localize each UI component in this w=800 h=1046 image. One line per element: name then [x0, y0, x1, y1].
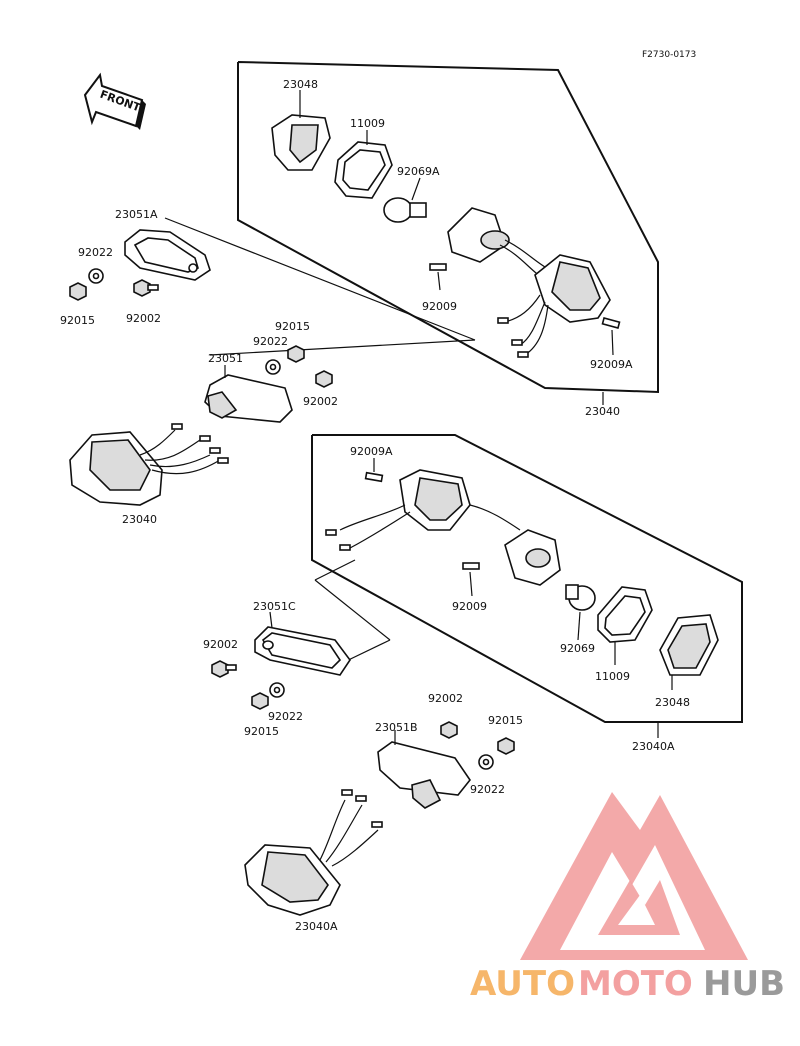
- guide-line: [314, 559, 356, 581]
- label-92002-lower-right: 92002: [428, 692, 463, 705]
- bulb-92069A: [383, 197, 427, 223]
- label-11009-lower: 11009: [595, 670, 630, 683]
- label-92002-left: 92002: [126, 312, 161, 325]
- lens-23048-upper: [271, 114, 331, 171]
- label-23040A-frame: 23040A: [632, 740, 675, 753]
- washer-92022-lower-right: [478, 754, 494, 770]
- label-92009-upper: 92009: [422, 300, 457, 313]
- bulb-92069: [565, 584, 596, 611]
- label-11009-upper: 11009: [350, 117, 385, 130]
- label-23051B: 23051B: [375, 721, 418, 734]
- screw-92009-upper: [429, 263, 447, 271]
- label-92022-lower-right: 92022: [470, 783, 505, 796]
- washer-92022-mid: [265, 359, 281, 375]
- washer-92022-lower-left: [269, 682, 285, 698]
- frame-23040: [237, 61, 659, 394]
- housing-23040A-bottom: [244, 789, 383, 916]
- housing-23040-left: [69, 423, 229, 506]
- label-92069A: 92069A: [397, 165, 440, 178]
- automotohub-logo: [520, 792, 748, 960]
- label-92009A-lower: 92009A: [350, 445, 393, 458]
- label-23048-lower: 23048: [655, 696, 690, 709]
- guide-line: [209, 339, 476, 356]
- label-92009A-upper: 92009A: [590, 358, 633, 371]
- cover-23051C: [254, 626, 351, 676]
- label-92015-left: 92015: [60, 314, 95, 327]
- screw-92009A-lower: [364, 471, 384, 483]
- label-23040-upper: 23040: [585, 405, 620, 418]
- nut-92015-left: [69, 282, 87, 301]
- lens-23048-lower: [659, 614, 719, 676]
- label-23051A: 23051A: [115, 208, 158, 221]
- label-92009-lower: 92009: [452, 600, 487, 613]
- label-92069: 92069: [560, 642, 595, 655]
- frame-23040A: [311, 434, 743, 723]
- label-92022-lower-left: 92022: [268, 710, 303, 723]
- cover-23051: [204, 374, 293, 423]
- guide-line: [164, 217, 476, 341]
- front-arrow-icon: FRONT: [83, 72, 146, 130]
- socket-upper: [447, 207, 551, 281]
- housing-23040-upper: [497, 254, 611, 358]
- screw-92009-lower: [462, 562, 480, 570]
- nut-92015-mid: [287, 345, 305, 363]
- bolt-92002-lower-right: [440, 721, 458, 739]
- label-92002-mid: 92002: [303, 395, 338, 408]
- housing-23040A-frame: [325, 469, 521, 551]
- label-23051C: 23051C: [253, 600, 296, 613]
- bolt-92002-mid: [315, 370, 333, 388]
- gasket-11009-upper: [334, 141, 393, 199]
- label-92015-lower-right: 92015: [488, 714, 523, 727]
- label-92015-mid: 92015: [275, 320, 310, 333]
- nut-92015-lower-right: [497, 737, 515, 755]
- cover-23051B: [377, 741, 471, 809]
- washer-92022-left: [88, 268, 104, 284]
- guide-line: [314, 579, 391, 641]
- screw-92009A-upper: [601, 317, 621, 329]
- drawing-code: F2730-0173: [642, 50, 696, 60]
- label-23051: 23051: [208, 352, 243, 365]
- watermark-moto: MOTO: [578, 964, 693, 1004]
- socket-lower: [504, 529, 561, 586]
- label-92022-left: 92022: [78, 246, 113, 259]
- watermark-hub: HUB: [703, 964, 785, 1004]
- label-23048-upper: 23048: [283, 78, 318, 91]
- label-23040A-bottom: 23040A: [295, 920, 338, 933]
- nut-92015-lower-left: [251, 692, 269, 710]
- watermark-auto: AUTO: [470, 964, 575, 1004]
- cover-23051A: [124, 229, 211, 281]
- gasket-11009-lower: [597, 586, 653, 643]
- bolt-92002-lower-left: [211, 660, 237, 678]
- label-92022-mid: 92022: [253, 335, 288, 348]
- label-92015-lower-left: 92015: [244, 725, 279, 738]
- label-92002-lower-left: 92002: [203, 638, 238, 651]
- bolt-92002-left: [133, 279, 159, 297]
- label-23040-left: 23040: [122, 513, 157, 526]
